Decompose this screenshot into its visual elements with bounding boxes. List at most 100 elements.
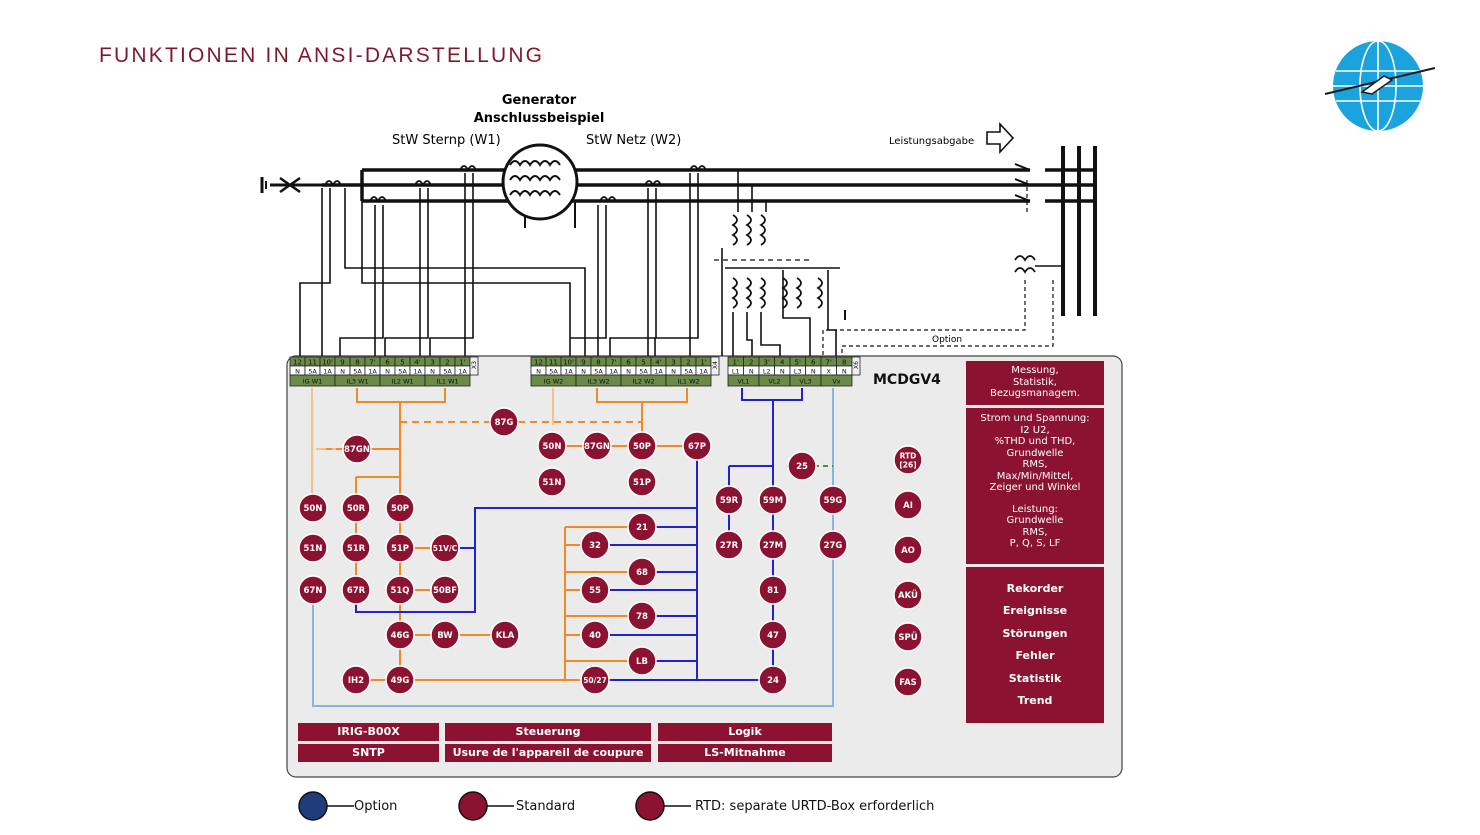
terminal-code: 5A xyxy=(684,368,693,376)
globe-logo-icon xyxy=(1324,40,1436,132)
function-label: 25 xyxy=(796,462,808,472)
terminal-number: 6 xyxy=(811,359,816,367)
function-label: 51R xyxy=(347,544,366,554)
terminal-group-label: IL1 W1 xyxy=(436,378,458,386)
function-label: AKÜ xyxy=(898,590,918,601)
function-50bf: 50BF xyxy=(430,575,460,605)
terminal-code: X xyxy=(827,368,832,376)
terminal-number: 2 xyxy=(445,359,449,367)
terminal-code: 5A xyxy=(639,368,648,376)
terminal-group-label: VL1 xyxy=(737,378,749,386)
function-kla: KLA xyxy=(490,620,520,650)
terminal-tag: X3 xyxy=(471,361,478,369)
power-output-label: Leistungsabgabe xyxy=(889,136,974,147)
function-label: 55 xyxy=(589,586,601,596)
records-item: Statistik xyxy=(1008,671,1062,685)
function-40: 40 xyxy=(580,620,610,650)
terminal-code: N xyxy=(295,368,300,376)
function-ao: AO xyxy=(893,535,923,565)
terminal-code: L1 xyxy=(732,368,740,376)
function-50r: 50R xyxy=(341,493,371,523)
function-label: 21 xyxy=(636,523,648,533)
function-label: 32 xyxy=(589,541,601,551)
function-50-27: 50/27 xyxy=(580,665,610,695)
function-50p: 50P xyxy=(627,431,657,461)
terminal-code: L3 xyxy=(794,368,802,376)
function-51v-c: 51V/C xyxy=(430,533,460,563)
terminal-number: 1' xyxy=(700,359,706,367)
terminal-code: 1A xyxy=(368,368,377,376)
function-59g: 59G xyxy=(818,485,848,515)
function-label: 59R xyxy=(720,496,739,506)
function-label: 51N xyxy=(543,478,562,488)
function-label: 59G xyxy=(824,496,843,506)
function-49g: 49G xyxy=(385,665,415,695)
function-50n: 50N xyxy=(298,493,328,523)
terminal-group-label: IL3 W1 xyxy=(346,378,368,386)
function-50p: 50P xyxy=(385,493,415,523)
function-78: 78 xyxy=(627,601,657,631)
function-label: 67P xyxy=(688,442,706,452)
terminal-number: 9 xyxy=(581,359,585,367)
function-ak-: AKÜ xyxy=(893,580,923,610)
terminal-tag: X6 xyxy=(853,361,860,369)
function-24: 24 xyxy=(758,665,788,695)
terminal-code: 1A xyxy=(654,368,663,376)
function-label: 51Q xyxy=(390,586,409,596)
terminal-code: N xyxy=(671,368,676,376)
terminal-number: 4' xyxy=(414,359,420,367)
legend-rtd-circle xyxy=(635,791,665,821)
function-label: 50N xyxy=(543,442,562,452)
logik-button: Logik xyxy=(658,723,832,741)
function-81: 81 xyxy=(758,575,788,605)
terminal-code: N xyxy=(842,368,847,376)
function-label: 47 xyxy=(767,631,779,641)
function-51p: 51P xyxy=(627,467,657,497)
terminal-group-label: IL2 W1 xyxy=(391,378,413,386)
function-51n: 51N xyxy=(537,467,567,497)
values-line: RMS, xyxy=(1022,459,1048,470)
function-label: 50P xyxy=(633,442,651,452)
function-label: 50N xyxy=(304,504,323,514)
function-51n: 51N xyxy=(298,533,328,563)
terminal-number: 3 xyxy=(430,359,434,367)
function-rtd-26-: RTD[26] xyxy=(893,445,923,475)
function-label: 51P xyxy=(633,478,651,488)
terminal-strip-x4: 12N115A10'1A9N85A7'1A6N55A4'1A3N25A1'1AI… xyxy=(530,356,720,387)
terminal-group-label: IG W1 xyxy=(303,378,323,386)
function-label: 27R xyxy=(720,541,739,551)
terminal-number: 7' xyxy=(826,359,832,367)
terminal-code: 5A xyxy=(549,368,558,376)
terminal-code: 5A xyxy=(398,368,407,376)
heading-line-2: Anschlussbeispiel xyxy=(474,111,605,126)
terminal-number: 6 xyxy=(626,359,631,367)
page-title: FUNKTIONEN IN ANSI-DARSTELLUNG xyxy=(99,44,545,67)
ls-mitnahme-button: LS-Mitnahme xyxy=(658,744,832,762)
function-27g: 27G xyxy=(818,530,848,560)
terminal-code: 5A xyxy=(443,368,452,376)
function-label: 68 xyxy=(636,568,648,578)
function-68: 68 xyxy=(627,557,657,587)
terminal-code: N xyxy=(536,368,541,376)
function-label: 67R xyxy=(347,586,366,596)
terminal-code: N xyxy=(430,368,435,376)
terminal-number: 1' xyxy=(733,359,739,367)
function-label: 81 xyxy=(767,586,779,596)
terminal-code: 5A xyxy=(353,368,362,376)
function-label: 27G xyxy=(824,541,843,551)
terminal-code: N xyxy=(749,368,754,376)
terminal-group-label: IL3 W2 xyxy=(587,378,609,386)
values-panel: Strom und Spannung: I2 U2, %THD und THD,… xyxy=(966,408,1104,564)
records-item: Rekorder xyxy=(1006,582,1064,595)
function-label: IH2 xyxy=(348,676,364,686)
function-label: 51V/C xyxy=(433,544,458,553)
records-item: Trend xyxy=(1017,693,1053,707)
function-lb: LB xyxy=(627,646,657,676)
records-panel: Rekorder Ereignisse Störungen Fehler Sta… xyxy=(966,567,1104,723)
function-label: AI xyxy=(903,501,913,511)
device-name: MCDGV4 xyxy=(873,372,941,388)
terminal-number: 2 xyxy=(749,359,753,367)
terminal-number: 11 xyxy=(549,359,558,367)
